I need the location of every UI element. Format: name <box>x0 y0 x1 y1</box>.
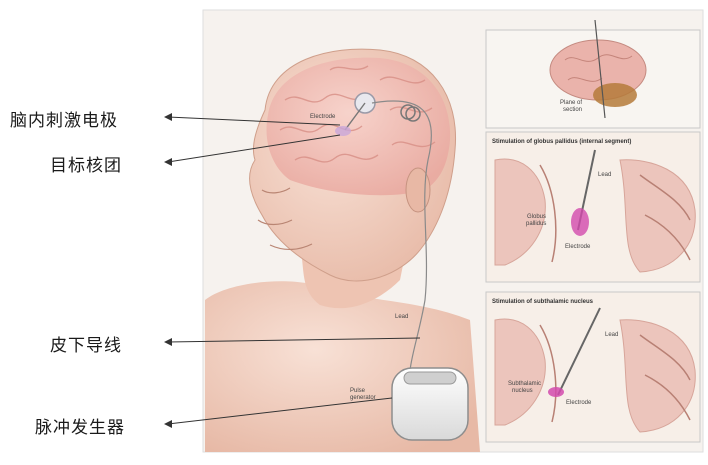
label-subcutaneous-lead: 皮下导线 <box>50 331 122 356</box>
arrowhead-lead <box>164 338 172 346</box>
stn-lead-label: Lead <box>605 332 618 338</box>
illus-lead-label: Lead <box>395 314 408 320</box>
subthalamic-nucleus-highlight <box>548 387 564 397</box>
target-nucleus-mark <box>335 126 351 136</box>
plane-of-section-label: Plane ofsection <box>560 100 582 113</box>
arrowhead-target <box>164 158 172 166</box>
label-pulse-generator: 脉冲发生器 <box>35 413 125 438</box>
label-brain-electrode: 脑内刺激电极 <box>10 106 118 131</box>
gp-panel-title: Stimulation of globus pallidus (internal… <box>492 139 631 145</box>
globus-pallidus-highlight <box>571 208 589 236</box>
arrowhead-electrode <box>164 113 172 121</box>
stn-panel-title: Stimulation of subthalamic nucleus <box>492 299 594 305</box>
arrowhead-generator <box>164 420 172 428</box>
gp-electrode-label: Electrode <box>565 244 591 250</box>
label-target-nucleus: 目标核团 <box>50 151 122 176</box>
stn-electrode-label: Electrode <box>566 400 592 406</box>
gp-nucleus-label: Globuspallidus <box>526 214 546 227</box>
illus-electrode-label: Electrode <box>310 114 336 120</box>
gp-lead-label: Lead <box>598 172 611 178</box>
